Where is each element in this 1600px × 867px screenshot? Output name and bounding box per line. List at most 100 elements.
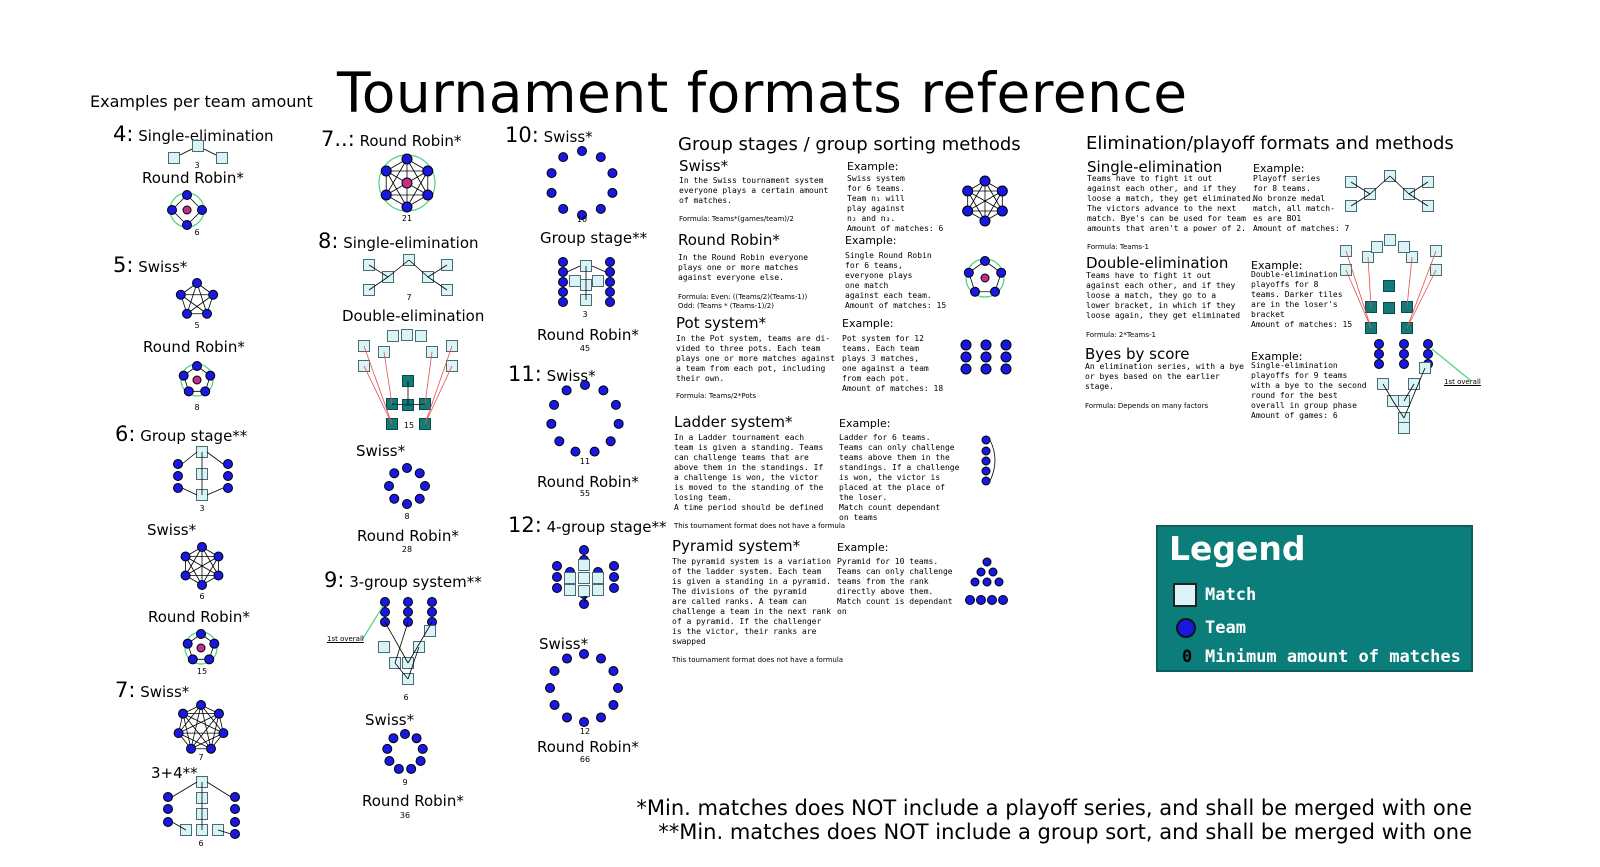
- min-6-swiss: 6: [199, 592, 205, 601]
- match-marker: [564, 572, 576, 584]
- col2-9-heading: 9: 3-group system**: [324, 568, 482, 592]
- team-marker: [403, 607, 413, 617]
- team-marker: [389, 468, 400, 479]
- team-marker: [223, 483, 233, 493]
- team-marker: [230, 792, 240, 802]
- team-marker: [178, 370, 189, 381]
- col1-6-swiss-label: Swiss*: [147, 521, 197, 539]
- team-marker: [182, 220, 192, 230]
- col1-6-rr-label: Round Robin*: [148, 608, 250, 626]
- connector-line: [363, 365, 393, 425]
- team-marker: [1374, 349, 1384, 359]
- team-marker: [979, 215, 991, 227]
- connector-line: [427, 264, 448, 278]
- team-marker: [976, 567, 986, 577]
- team-marker: [549, 700, 560, 710]
- team-marker: [605, 436, 616, 447]
- legend-title: Legend: [1169, 529, 1306, 568]
- team-marker: [562, 712, 572, 723]
- team-marker: [608, 666, 619, 676]
- pot-example-label: Example:: [842, 317, 894, 330]
- team-marker: [200, 386, 211, 397]
- match-marker: [378, 641, 390, 653]
- connector-line: [181, 451, 198, 465]
- team-marker: [552, 583, 562, 593]
- col3-10-rr-label: Round Robin*: [537, 326, 639, 344]
- team-marker: [605, 297, 615, 307]
- team-marker: [998, 595, 1008, 605]
- team-marker: [1374, 339, 1384, 349]
- double-elim-title: Double-elimination: [1086, 254, 1229, 272]
- connector-line: [210, 713, 220, 749]
- pyramid-example-label: Example:: [837, 541, 889, 554]
- team-marker: [960, 363, 972, 375]
- team-marker: [205, 370, 216, 381]
- team-marker: [595, 152, 606, 163]
- team-marker: [546, 418, 557, 429]
- connector-line: [185, 556, 203, 586]
- team-marker: [982, 557, 992, 567]
- team-marker: [579, 545, 589, 555]
- ladder-desc: In a Ladder tournament each team is give…: [674, 433, 824, 512]
- team-marker: [163, 792, 173, 802]
- team-marker: [608, 700, 619, 710]
- team-marker: [609, 561, 619, 571]
- connector-line: [1403, 367, 1426, 419]
- connector-line: [180, 294, 208, 315]
- pyramid-desc: The pyramid system is a variation of the…: [672, 557, 831, 646]
- team-marker: [549, 666, 560, 676]
- col3-12-rr-label: Round Robin*: [537, 738, 639, 756]
- connector-line: [591, 265, 607, 273]
- team-marker: [613, 418, 624, 429]
- legend-team-icon: [1176, 618, 1196, 638]
- pot-example: Pot system for 12 teams. Each team plays…: [842, 334, 944, 393]
- connector-line: [566, 265, 581, 273]
- team-marker: [607, 168, 618, 179]
- ladder-title: Ladder system*: [674, 413, 793, 431]
- double-elim-example-label: Example:: [1251, 259, 1303, 272]
- single-elim-title: Single-elimination: [1087, 158, 1223, 176]
- connector-line: [361, 605, 384, 641]
- connector-line: [200, 704, 224, 734]
- byes-formula: Formula: Depends on many factors: [1085, 402, 1209, 410]
- connector-line: [171, 821, 187, 831]
- team-marker: [552, 561, 562, 571]
- connector-line: [171, 781, 198, 798]
- team-marker: [1000, 339, 1012, 351]
- team-marker: [163, 817, 173, 827]
- team-marker: [196, 700, 206, 710]
- team-marker: [183, 386, 194, 397]
- connector-line: [394, 621, 409, 664]
- team-marker: [1374, 359, 1384, 369]
- min-10-swiss: 10: [576, 215, 588, 224]
- col1-7-34-label: 3+4**: [151, 764, 198, 782]
- match-marker: [216, 152, 228, 164]
- team-marker: [427, 607, 437, 617]
- connector-line: [407, 646, 420, 680]
- connector-line: [407, 403, 426, 406]
- connector-line: [217, 829, 232, 835]
- connector-line: [391, 403, 409, 406]
- team-marker: [223, 471, 233, 481]
- team-marker: [980, 256, 990, 266]
- footnote-two: **Min. matches does NOT include a group …: [658, 820, 1472, 844]
- col2-8-rr-label: Round Robin*: [357, 527, 459, 545]
- team-marker: [552, 572, 562, 582]
- connector-line: [186, 294, 214, 315]
- team-marker: [558, 277, 568, 287]
- team-marker: [570, 446, 581, 457]
- col3-11-rr-label: Round Robin*: [537, 473, 639, 491]
- team-marker: [182, 190, 192, 200]
- match-marker: [424, 625, 436, 637]
- team-marker: [996, 205, 1008, 217]
- match-marker: [592, 584, 604, 596]
- connector-line: [424, 351, 433, 405]
- min-4-rr: 6: [194, 228, 200, 237]
- pot-title: Pot system*: [676, 314, 767, 332]
- team-marker: [223, 459, 233, 469]
- team-marker: [422, 189, 434, 201]
- swiss-example: Swiss system for 6 teams. Team n₁ will p…: [847, 174, 944, 233]
- n9-first-overall: 1st overall: [327, 635, 364, 643]
- connector-line: [424, 345, 453, 425]
